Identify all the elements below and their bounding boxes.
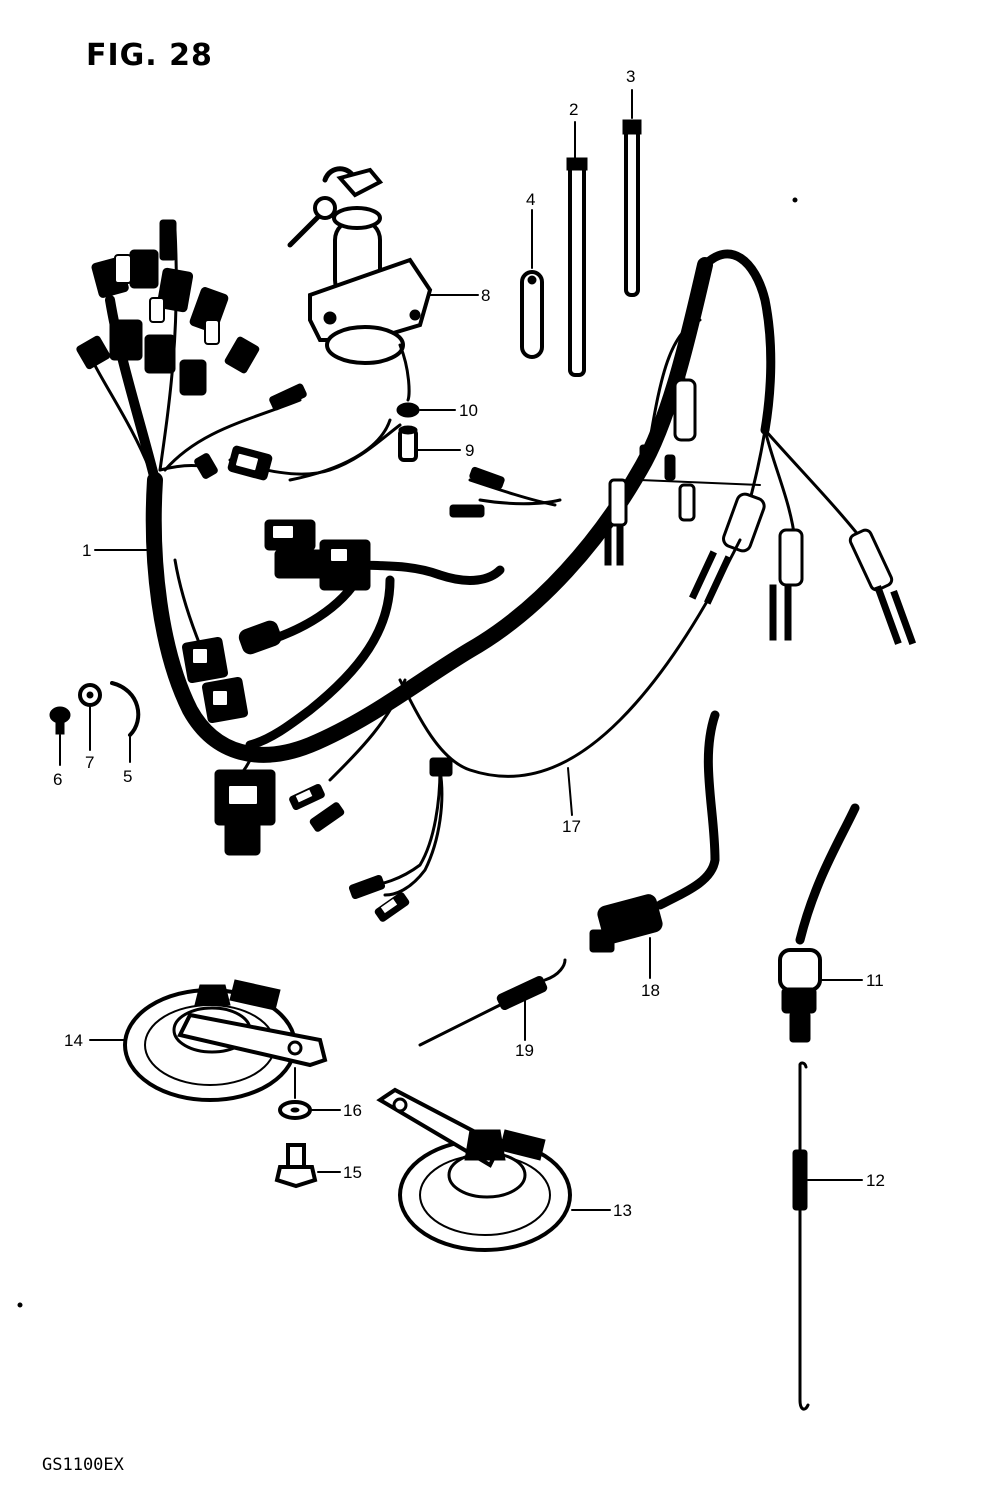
callout-2: 2	[569, 100, 578, 119]
callout-16: 16	[343, 1101, 362, 1120]
callout-8: 8	[481, 286, 490, 305]
callout-12: 12	[866, 1171, 885, 1190]
sub-wire-harness	[289, 538, 742, 922]
spring-part-19	[418, 958, 567, 1047]
callout-13: 13	[613, 1201, 632, 1220]
callout-15: 15	[343, 1163, 362, 1182]
leader-lines	[59, 89, 863, 1211]
callout-19: 19	[515, 1041, 534, 1060]
callout-7: 7	[85, 753, 94, 772]
switch-part-18	[589, 710, 720, 953]
callout-11: 11	[866, 971, 884, 990]
clamp-part-4	[520, 270, 544, 359]
horn-part-13	[376, 1087, 572, 1252]
callout-9: 9	[465, 441, 474, 460]
screw-part-6	[49, 706, 71, 735]
washer-part-16	[278, 1100, 312, 1120]
bolt-part-15	[274, 1143, 318, 1189]
spring-part-12	[792, 1061, 810, 1411]
model-code: GS1100EX	[42, 1455, 124, 1475]
callout-10: 10	[459, 401, 478, 420]
clamp-ring-part-5	[110, 681, 141, 737]
wire-band-part-2	[566, 157, 588, 377]
callout-4: 4	[526, 190, 535, 209]
ignition-switch	[287, 166, 433, 482]
callout-17: 17	[562, 817, 581, 836]
callout-1: 1	[82, 541, 91, 560]
wiring-harness	[76, 219, 917, 856]
callout-6: 6	[53, 770, 62, 789]
callout-14: 14	[64, 1031, 83, 1050]
grommet-part-10	[396, 402, 420, 418]
callout-18: 18	[641, 981, 660, 1000]
callout-labels: 1 2 3 4 5 6 7 8 9 10 11 12 13 14 15 16 1…	[53, 67, 885, 1220]
screw-part-9	[398, 425, 418, 462]
washer-part-7	[78, 683, 102, 707]
horn-part-14	[123, 979, 328, 1102]
callout-3: 3	[626, 67, 635, 86]
callout-5: 5	[123, 767, 132, 786]
wire-band-part-3	[622, 119, 642, 297]
figure-title: FIG. 28	[86, 38, 213, 73]
stop-switch-part-11	[778, 803, 860, 1043]
